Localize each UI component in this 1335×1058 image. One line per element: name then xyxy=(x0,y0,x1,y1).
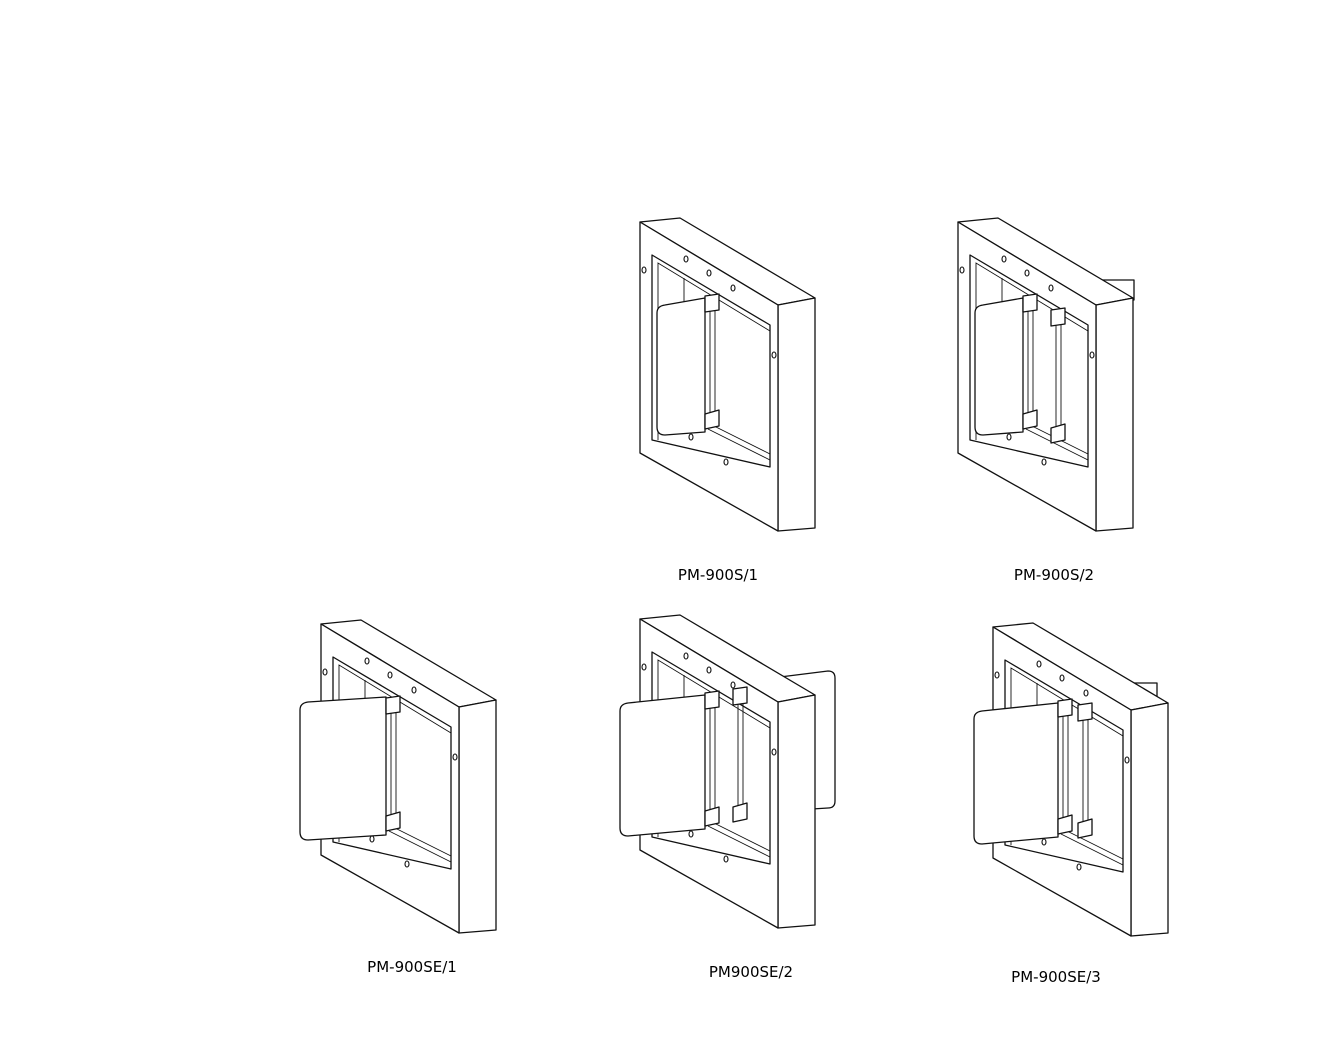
model-pm-900se-1 xyxy=(299,619,497,934)
model-pm-900se-3 xyxy=(973,622,1169,937)
gate-panel xyxy=(299,696,387,841)
gate-panel xyxy=(974,297,1024,436)
model-label: PM-900SE/1 xyxy=(367,958,457,976)
model-label: PM-900SE/3 xyxy=(1011,968,1101,986)
gate-panel xyxy=(619,694,706,837)
model-label: PM900SE/2 xyxy=(709,963,793,981)
gate-panel xyxy=(973,702,1059,845)
model-label: PM-900S/1 xyxy=(678,566,758,584)
model-pm900se-2 xyxy=(619,614,836,929)
model-label: PM-900S/2 xyxy=(1014,566,1094,584)
model-pm-900s-2 xyxy=(957,217,1135,532)
gate-panel xyxy=(656,297,706,436)
model-pm-900s-1 xyxy=(639,217,816,532)
